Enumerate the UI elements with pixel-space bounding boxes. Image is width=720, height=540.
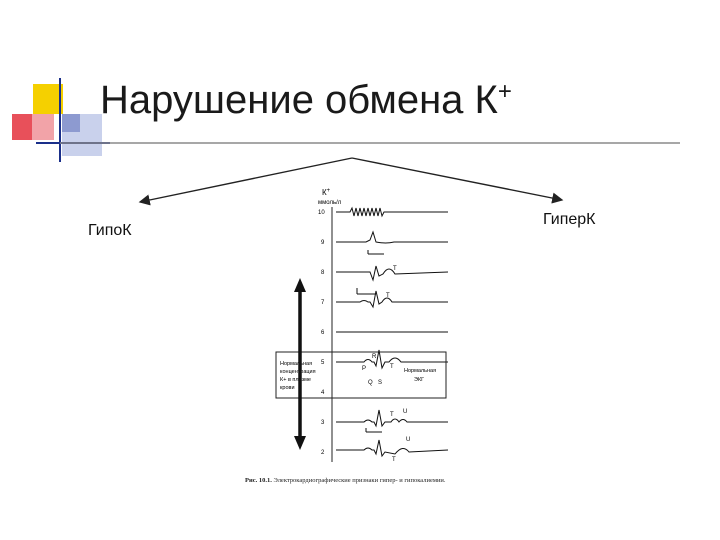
normal-box-line-1: Нормальная (280, 361, 312, 367)
title-superscript: + (497, 78, 512, 105)
ecg-trace-9 (336, 230, 448, 244)
tick-label: 8 (321, 270, 325, 276)
normal-box-line-3: К+ в плазме (280, 377, 311, 383)
hypo-label-k: К (122, 222, 132, 239)
hypo-label-text: Гипо (88, 222, 123, 239)
red-square-inner (12, 114, 32, 140)
hypo-label: ГипоК (88, 222, 132, 240)
normal-ecg-label-2: ЭКГ (414, 377, 424, 383)
ecg-trace-5-normal (336, 349, 448, 370)
tick-label: 10 (318, 210, 325, 216)
hyper-label: ГиперК (543, 211, 596, 229)
label-T-5: T (390, 364, 394, 370)
blue-square-inner (62, 114, 80, 132)
hyper-label-k: К (586, 211, 596, 228)
tick-label: 4 (321, 390, 325, 396)
yellow-square (33, 84, 63, 114)
label-T-3: T (390, 412, 394, 418)
slide-title: Нарушение обмена К+ (100, 78, 512, 123)
normal-box-line-2: концентрация (280, 369, 316, 375)
arrow-right (351, 157, 564, 204)
tick-rows: 10 9 8 7 6 5 4 3 2 (318, 210, 325, 456)
caption-text: Электрокардиографические признаки гипер-… (273, 477, 446, 484)
tick-label: 6 (321, 330, 325, 336)
hyper-label-text: Гипер (543, 211, 587, 228)
axis-k-label: К+ (322, 188, 331, 197)
label-T-7: T (386, 293, 390, 299)
normal-range-box (275, 351, 447, 399)
label-Q-5: Q (368, 380, 373, 386)
tick-label: 5 (321, 360, 325, 366)
title-text: Нарушение обмена К (100, 78, 498, 122)
normal-box-line-4: крови (280, 385, 295, 391)
label-U-3: U (403, 409, 407, 415)
title-rule (60, 142, 680, 144)
tick-label: 3 (321, 420, 325, 426)
label-P-5: P (362, 366, 366, 372)
axis-unit-label: ммоль/л (318, 200, 342, 206)
normal-ecg-label-1: Нормальная (404, 368, 436, 374)
caption-number: Рис. 10.1. (245, 477, 272, 484)
label-T-8: T (393, 266, 397, 272)
tick-label: 2 (321, 450, 325, 456)
ecg-trace-8 (336, 265, 449, 282)
ecg-trace-10 (336, 206, 448, 218)
tick-label: 7 (321, 300, 325, 306)
double-arrow-head-bottom (294, 436, 306, 450)
ecg-trace-3 (336, 409, 448, 428)
label-T-2: T (392, 457, 396, 463)
ecg-trace-2 (336, 439, 449, 458)
arrow-left (138, 157, 353, 206)
label-S-5: S (378, 380, 382, 386)
double-arrow-head-top (294, 278, 306, 292)
tick-label: 9 (321, 240, 325, 246)
label-R-5: R (372, 354, 377, 360)
ecg-trace-7 (336, 290, 448, 309)
figure-caption: Рис. 10.1. Электрокардиографические приз… (245, 476, 495, 485)
label-U-2: U (406, 437, 410, 443)
